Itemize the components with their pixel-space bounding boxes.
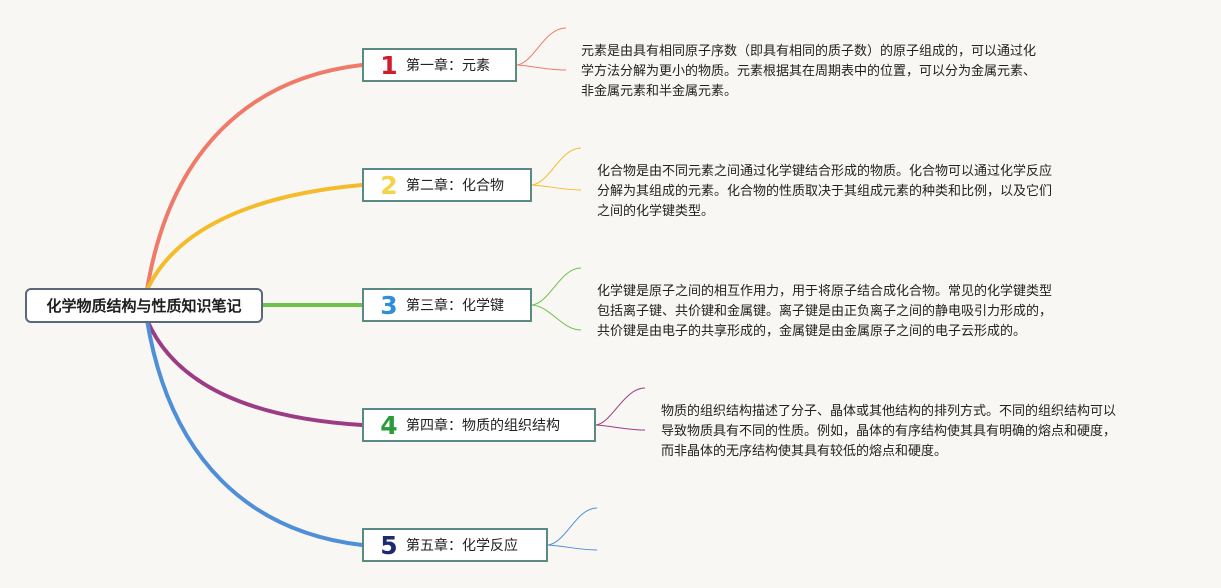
leaf-connector: [595, 424, 646, 431]
branch-line-2: [145, 183, 364, 292]
description-line: 化学键是原子之间的相互作用力，用于将原子结合成化合物。常见的化学键类型: [597, 284, 1053, 299]
leaf-connector: [516, 64, 567, 71]
chapter-node-4[interactable]: 4 第四章：物质的组织结构: [362, 408, 596, 442]
description-line: 导致物质具有不同的性质。例如，晶体的有序结构使其具有明确的熔点和硬度，: [661, 424, 1117, 439]
description-line: 分解为其组成的元素。化合物的性质取决于其组成元素的种类和比例，以及它们: [597, 184, 1053, 199]
description-line: 化合物是由不同元素之间通过化学键结合形成的物质。化合物可以通过化学反应: [597, 164, 1053, 179]
chapter-node-1[interactable]: 1 第一章：元素: [362, 48, 517, 82]
leaf-connector: [516, 27, 567, 66]
chapter-title: 第三章：化学键: [406, 298, 504, 314]
leaf-connector: [531, 304, 582, 331]
chapter-description-3: 化学键是原子之间的相互作用力，用于将原子结合成化合物。常见的化学键类型 包括离子…: [597, 282, 1052, 342]
chapter-node-5[interactable]: 5 第五章：化学反应: [362, 528, 548, 562]
description-line: 之间的化学键类型。: [597, 204, 715, 219]
chapter-description-2: 化合物是由不同元素之间通过化学键结合形成的物质。化合物可以通过化学反应 分解为其…: [597, 162, 1052, 222]
chapter-node-3[interactable]: 3 第三章：化学键: [362, 288, 532, 322]
description-line: 而非晶体的无序结构使其具有较低的熔点和硬度。: [661, 444, 948, 459]
chapter-number-icon: 3: [380, 290, 398, 320]
chapter-number-icon: 2: [380, 170, 398, 200]
leaf-connector: [531, 184, 582, 191]
chapter-title: 第二章：化合物: [406, 178, 504, 194]
chapter-title: 第四章：物质的组织结构: [406, 418, 560, 434]
description-line: 共价键是由电子的共享形成的，金属键是由金属原子之间的电子云形成的。: [597, 324, 1027, 339]
leaf-connector: [531, 267, 582, 306]
root-title: 化学物质结构与性质知识笔记: [46, 297, 242, 315]
branch-line-1: [145, 63, 364, 292]
chapter-number-icon: 1: [380, 50, 398, 80]
chapter-number-icon: 4: [380, 410, 398, 440]
chapter-description-4: 物质的组织结构描述了分子、晶体或其他结构的排列方式。不同的组织结构可以 导致物质…: [661, 402, 1116, 462]
description-line: 元素是由具有相同原子序数（即具有相同的质子数）的原子组成的，可以通过化: [581, 44, 1037, 59]
branch-line-5: [145, 318, 364, 547]
description-line: 包括离子键、共价键和金属键。离子键是由正负离子之间的静电吸引力形成的，: [597, 304, 1053, 319]
branch-line-4: [145, 318, 364, 427]
chapter-title: 第一章：元素: [406, 58, 490, 74]
root-node[interactable]: 化学物质结构与性质知识笔记: [25, 288, 263, 323]
description-line: 学方法分解为更小的物质。元素根据其在周期表中的位置，可以分为金属元素、: [581, 64, 1037, 79]
leaf-connector: [547, 544, 598, 551]
leaf-connector: [595, 387, 646, 426]
chapter-description-1: 元素是由具有相同原子序数（即具有相同的质子数）的原子组成的，可以通过化 学方法分…: [581, 42, 1036, 102]
leaf-connector: [547, 507, 598, 546]
description-line: 物质的组织结构描述了分子、晶体或其他结构的排列方式。不同的组织结构可以: [661, 404, 1117, 419]
chapter-number-icon: 5: [380, 530, 398, 560]
chapter-title: 第五章：化学反应: [406, 538, 518, 554]
description-line: 非金属元素和半金属元素。: [581, 84, 738, 99]
chapter-node-2[interactable]: 2 第二章：化合物: [362, 168, 532, 202]
leaf-connector: [531, 147, 582, 186]
